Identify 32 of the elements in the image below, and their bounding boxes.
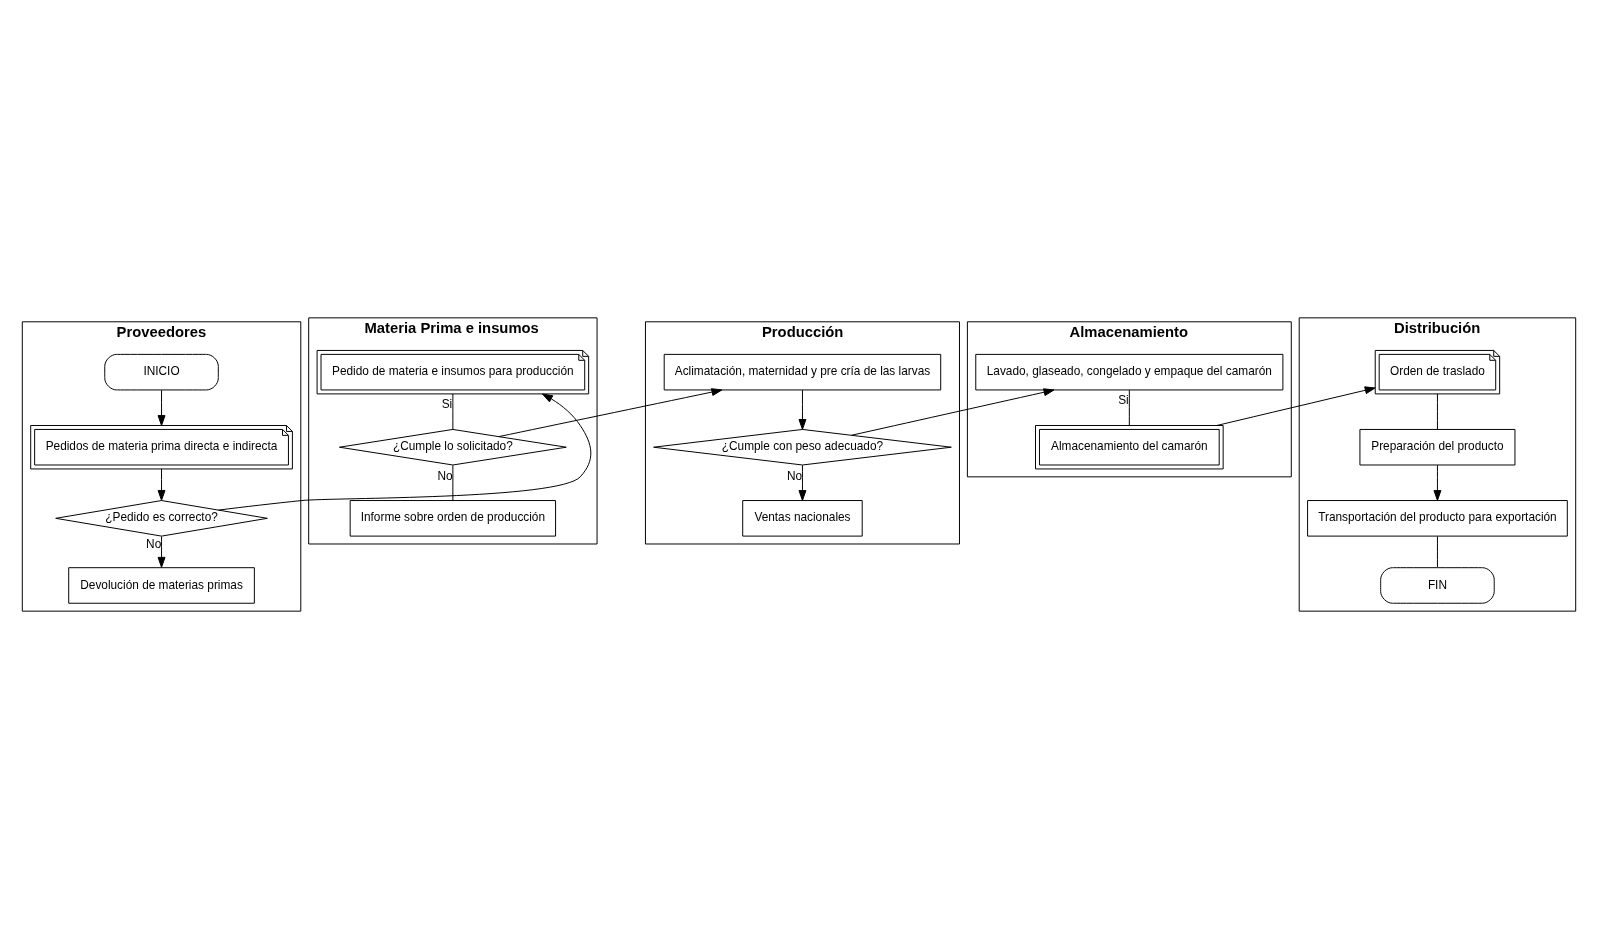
arrow — [1216, 385, 1376, 426]
arrow — [1433, 464, 1442, 501]
node-box: Lavado, glaseado, congelado y empaque del camarón — [975, 353, 1284, 390]
node-box: Ventas nacionales — [742, 499, 863, 537]
node-box: Aclimatación, maternidad y pre cría de las larvas — [663, 353, 942, 390]
node-box: Preparación del producto — [1359, 428, 1516, 465]
node-diamond: ¿Cumple con peso adecuado? — [653, 428, 952, 465]
arrow — [217, 393, 592, 511]
node-diamond: ¿Pedido es correcto? — [55, 499, 268, 537]
connector — [1436, 535, 1438, 568]
edge-label: Si — [1118, 392, 1129, 407]
connector — [452, 464, 454, 501]
node-box: Transportación del producto para exportación — [1307, 499, 1568, 537]
connector — [1436, 392, 1438, 430]
node-box: INICIO — [104, 353, 219, 390]
arrow — [157, 535, 166, 568]
arrow — [157, 467, 166, 501]
connector — [1128, 389, 1130, 426]
arrow — [851, 387, 1055, 436]
connector — [452, 392, 454, 430]
arrow — [798, 389, 807, 430]
edge-label: No — [786, 468, 803, 483]
edge-label: No — [437, 468, 453, 483]
edge-label: Si — [441, 396, 453, 411]
node-box: Informe sobre orden de producción — [349, 499, 557, 537]
node-box: FIN — [1380, 566, 1495, 604]
edge-label: No — [146, 536, 162, 551]
node-diamond: ¿Cumple lo solicitado? — [338, 428, 567, 465]
arrow — [157, 389, 166, 426]
arrow — [798, 464, 807, 501]
arrow — [498, 387, 723, 437]
node-box: Devolución de materias primas — [68, 566, 255, 604]
